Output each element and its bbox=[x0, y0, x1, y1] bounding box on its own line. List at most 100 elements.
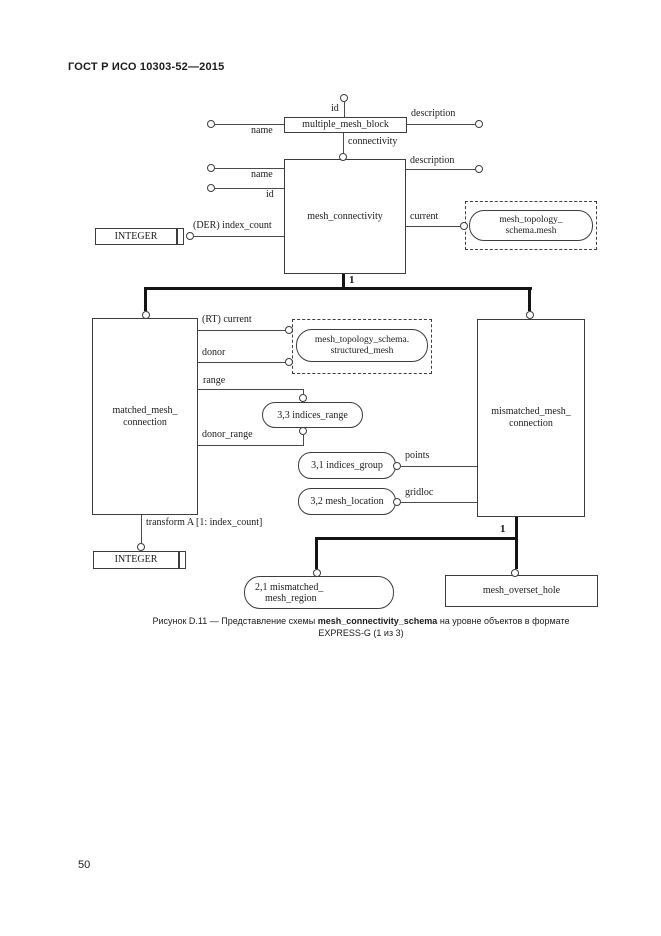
terminator-circle-matched bbox=[142, 311, 150, 319]
supertype-line bbox=[144, 287, 147, 311]
label-donor: donor bbox=[202, 347, 226, 358]
terminator-circle-description-top bbox=[475, 120, 483, 128]
terminator-circle-rt-current bbox=[285, 326, 293, 334]
entity-label: mesh_connectivity bbox=[307, 210, 383, 222]
type-label: INTEGER bbox=[114, 230, 158, 242]
entity-mesh-connectivity: mesh_connectivity bbox=[284, 159, 406, 274]
attr-line-index-count bbox=[194, 236, 284, 237]
attr-line-donor-range-elbow bbox=[303, 435, 304, 445]
type-integer-bottom-double-edge bbox=[179, 551, 186, 569]
terminator-circle-name-top bbox=[207, 120, 215, 128]
label-id-mc: id bbox=[266, 189, 274, 200]
label-range: range bbox=[203, 375, 226, 386]
attr-line-transform bbox=[141, 515, 142, 543]
type-integer-top-double-edge bbox=[177, 228, 184, 245]
pageref-label: 3,2 mesh_location bbox=[310, 496, 384, 507]
terminator-circle-description-mc bbox=[475, 165, 483, 173]
terminator-circle-mismatched bbox=[526, 311, 534, 319]
supertype-line bbox=[316, 537, 518, 540]
terminator-circle-integer-top bbox=[186, 232, 194, 240]
attr-line-range-elbow bbox=[303, 389, 304, 394]
terminator-circle-donor-range bbox=[299, 427, 307, 435]
supertype-line bbox=[342, 274, 345, 289]
label-points: points bbox=[405, 450, 430, 461]
attr-line-gridloc bbox=[401, 502, 477, 503]
terminator-circle-transform bbox=[137, 543, 145, 551]
ref-mesh-topology-schema-mesh: mesh_topology_ schema.mesh bbox=[469, 210, 593, 241]
entity-label: connection bbox=[123, 416, 167, 428]
ref-mesh-topology-schema-structured-mesh: mesh_topology_schema. structured_mesh bbox=[296, 329, 428, 362]
terminator-circle-id-top bbox=[340, 94, 348, 102]
caption-schema-name: mesh_connectivity_schema bbox=[317, 616, 438, 626]
type-integer-bottom: INTEGER bbox=[93, 551, 179, 569]
label-name-mc: name bbox=[251, 169, 273, 180]
entity-matched-mesh-connection: matched_mesh_ connection bbox=[92, 318, 198, 515]
label-donor-range: donor_range bbox=[202, 429, 253, 440]
ref-label: mesh_topology_ bbox=[499, 214, 563, 225]
entity-label: mesh_overset_hole bbox=[482, 585, 561, 596]
pageref-mesh-location: 3,2 mesh_location bbox=[298, 488, 396, 515]
terminator-circle-overset bbox=[511, 569, 519, 577]
supertype-line bbox=[315, 537, 318, 569]
terminator-circle-name-mc bbox=[207, 164, 215, 172]
pageref-indices-range: 3,3 indices_range bbox=[262, 402, 363, 428]
caption-line-1: Рисунок D.11 — Представление схемы mesh_… bbox=[81, 615, 641, 627]
caption-line-2: EXPRESS-G (1 из 3) bbox=[318, 628, 404, 638]
page-number: 50 bbox=[78, 859, 91, 871]
label-description-top: description bbox=[411, 108, 456, 119]
entity-label: matched_mesh_ bbox=[112, 404, 178, 416]
entity-label: multiple_mesh_block bbox=[302, 119, 389, 130]
attr-line-id-mc bbox=[215, 188, 284, 189]
terminator-circle-region bbox=[313, 569, 321, 577]
entity-label: mismatched_mesh_ bbox=[491, 406, 571, 417]
attr-line-donor bbox=[198, 362, 285, 363]
terminator-circle-current bbox=[460, 222, 468, 230]
entity-multiple-mesh-block: multiple_mesh_block bbox=[284, 117, 407, 133]
terminator-circle-range bbox=[299, 394, 307, 402]
label-der-index-count: (DER) index_count bbox=[193, 220, 272, 231]
label-id-top: id bbox=[331, 103, 339, 114]
ref-label: structured_mesh bbox=[330, 345, 394, 356]
attr-line-rt-current bbox=[198, 330, 285, 331]
attr-line-name-top bbox=[215, 124, 284, 125]
pageref-label: mesh_region bbox=[265, 592, 317, 604]
entity-mesh-overset-hole: mesh_overset_hole bbox=[445, 575, 598, 607]
attr-line-description-mc bbox=[406, 169, 475, 170]
ref-label: schema.mesh bbox=[505, 225, 557, 236]
type-integer-top: INTEGER bbox=[95, 228, 177, 245]
figure-caption: Рисунок D.11 — Представление схемы mesh_… bbox=[81, 615, 641, 639]
caption-text-after: на уровне объектов в формате bbox=[439, 616, 570, 626]
terminator-circle-gridloc bbox=[393, 498, 401, 506]
pageref-mismatched-mesh-region: 2,1 mismatched_ mesh_region bbox=[244, 576, 394, 609]
terminator-circle-connectivity bbox=[339, 153, 347, 161]
pageref-indices-group: 3,1 indices_group bbox=[298, 452, 396, 479]
attr-line-range bbox=[198, 389, 303, 390]
terminator-circle-donor bbox=[285, 358, 293, 366]
label-transform: transform A [1: index_count] bbox=[146, 517, 263, 528]
caption-text-before: Рисунок D.11 — Представление схемы bbox=[152, 616, 316, 626]
label-gridloc: gridloc bbox=[405, 487, 434, 498]
label-current: current bbox=[410, 211, 439, 222]
terminator-circle-points bbox=[393, 462, 401, 470]
label-cardinality-top: 1 bbox=[349, 274, 355, 286]
attr-line-id-top bbox=[344, 102, 345, 117]
label-connectivity: connectivity bbox=[348, 136, 398, 147]
label-description-mc: description bbox=[410, 155, 455, 166]
attr-line-name-mc bbox=[215, 168, 284, 169]
ref-label: mesh_topology_schema. bbox=[314, 334, 410, 345]
entity-label: connection bbox=[509, 418, 553, 429]
pageref-label: 2,1 mismatched_ bbox=[255, 581, 324, 593]
supertype-line bbox=[515, 517, 518, 569]
attr-line-donor-range bbox=[198, 445, 304, 446]
attr-line-current bbox=[406, 226, 460, 227]
supertype-line bbox=[528, 287, 531, 311]
entity-mismatched-mesh-connection: mismatched_mesh_ connection bbox=[477, 319, 585, 517]
label-cardinality-bottom: 1 bbox=[500, 523, 506, 535]
label-rt-current: (RT) current bbox=[202, 314, 252, 325]
page-header: ГОСТ Р ИСО 10303-52—2015 bbox=[68, 61, 225, 73]
attr-line-connectivity bbox=[343, 133, 344, 153]
pageref-label: 3,3 indices_range bbox=[277, 409, 348, 421]
supertype-line bbox=[145, 287, 532, 290]
type-label: INTEGER bbox=[114, 554, 158, 565]
terminator-circle-id-mc bbox=[207, 184, 215, 192]
